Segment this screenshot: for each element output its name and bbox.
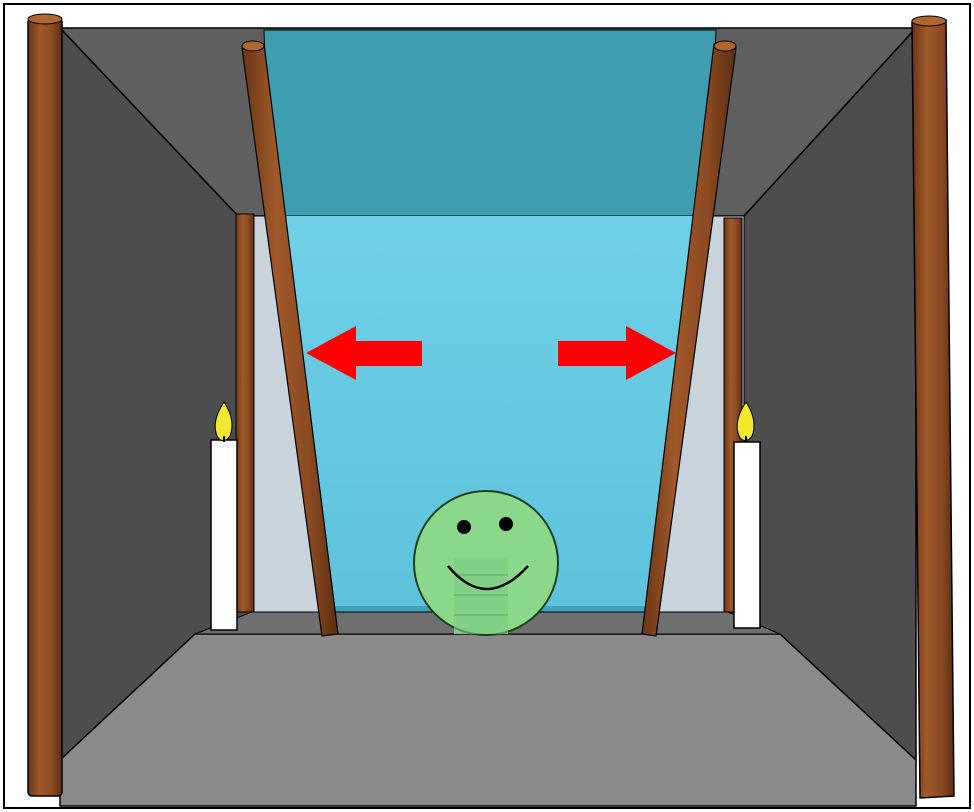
- smiley-left-eye: [457, 520, 471, 534]
- floor: [60, 634, 916, 806]
- water-top: [264, 30, 716, 216]
- right-pole-front: [912, 16, 954, 798]
- smiley-face: [414, 491, 558, 635]
- smiley-right-eye: [499, 517, 513, 531]
- left-pole-back: [236, 214, 254, 612]
- left-pole-front: [28, 14, 62, 796]
